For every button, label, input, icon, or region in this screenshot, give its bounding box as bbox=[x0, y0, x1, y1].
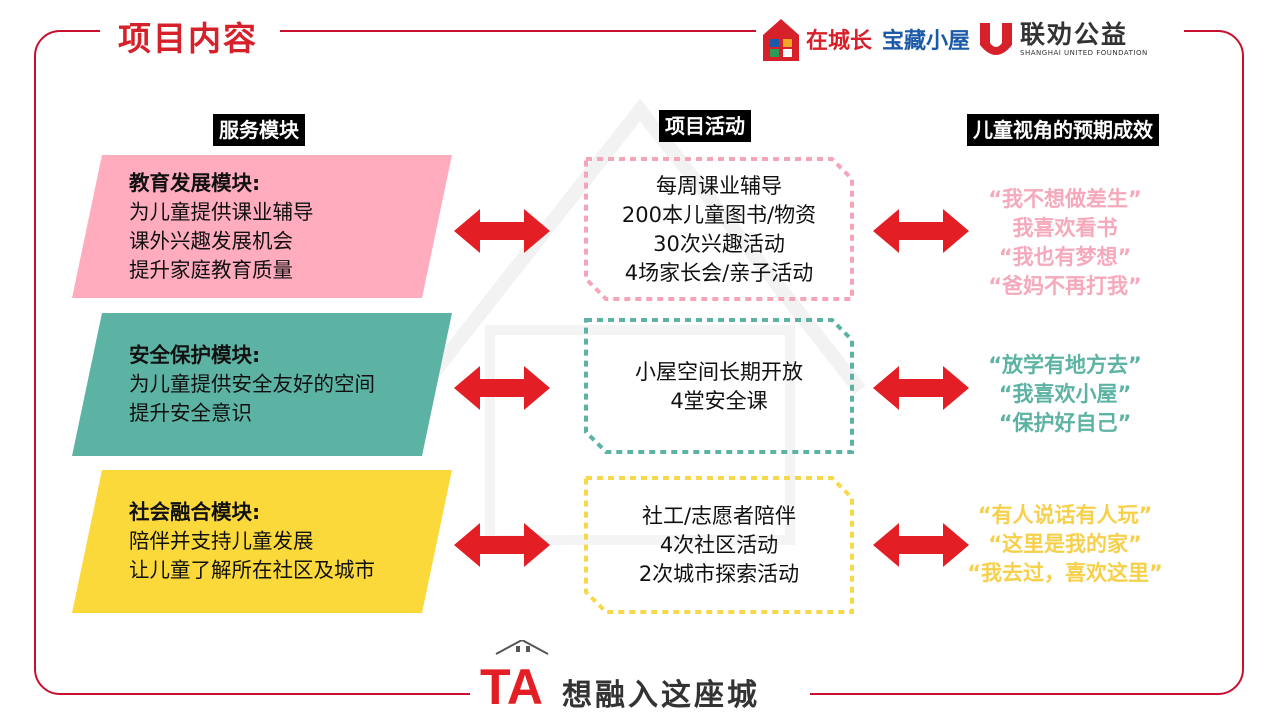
activity-item: 30次兴趣活动 bbox=[653, 232, 785, 256]
logo-brand-blue: 宝藏小屋 bbox=[882, 29, 971, 54]
partner-logo: 联劝公益 SHANGHAI UNITED FOUNDATION bbox=[1020, 20, 1148, 58]
module-title: 社会融合模块: bbox=[129, 500, 261, 524]
activity-item: 4次社区活动 bbox=[659, 533, 779, 557]
module-safety: 安全保护模块: 为儿童提供安全友好的空间 提升安全意识 bbox=[72, 313, 452, 456]
footer-slogan: 想融入这座城 bbox=[562, 678, 760, 713]
activity-item: 小屋空间长期开放 bbox=[635, 360, 803, 384]
house-watermark-icon bbox=[414, 98, 866, 545]
module-line: 让儿童了解所在社区及城市 bbox=[129, 558, 375, 582]
outcome-social: “有人说话有人玩” “这里是我的家” “我去过，喜欢这里” bbox=[945, 501, 1185, 588]
outcome-quote: “这里是我的家” bbox=[988, 532, 1142, 556]
module-education-shape bbox=[72, 155, 452, 298]
module-line: 课外兴趣发展机会 bbox=[129, 229, 293, 253]
united-u-icon bbox=[976, 19, 1016, 59]
outcome-quote: “保护好自己” bbox=[998, 411, 1132, 435]
module-line: 为儿童提供课业辅导 bbox=[129, 200, 314, 224]
column-header-outcomes: 儿童视角的预期成效 bbox=[967, 114, 1159, 146]
outcome-education: “我不想做差生” 我喜欢看书 “我也有梦想” “爸妈不再打我” bbox=[945, 185, 1185, 301]
module-title: 教育发展模块: bbox=[129, 171, 261, 195]
partner-logo-cn: 联劝公益 bbox=[1020, 20, 1129, 49]
outcome-quote: “我去过，喜欢这里” bbox=[967, 561, 1163, 585]
module-title: 安全保护模块: bbox=[129, 343, 261, 367]
outcome-quote: “有人说话有人玩” bbox=[977, 503, 1153, 527]
house-roof-icon: TA bbox=[480, 640, 549, 710]
module-line: 提升家庭教育质量 bbox=[129, 258, 293, 282]
outcome-quote: “爸妈不再打我” bbox=[988, 274, 1142, 298]
activity-box-social: 社工/志愿者陪伴 4次社区活动 2次城市探索活动 bbox=[582, 474, 856, 616]
module-education: 教育发展模块: 为儿童提供课业辅导 课外兴趣发展机会 提升家庭教育质量 bbox=[72, 155, 452, 298]
double-arrow-icon bbox=[873, 523, 969, 567]
double-arrow-icon bbox=[454, 366, 550, 410]
column-header-modules: 服务模块 bbox=[213, 114, 305, 146]
double-arrow-icon bbox=[873, 209, 969, 253]
activity-item: 2次城市探索活动 bbox=[638, 562, 800, 586]
column-header-activities: 项目活动 bbox=[659, 110, 751, 142]
double-arrow-icon bbox=[873, 366, 969, 410]
outcome-safety: “放学有地方去” “我喜欢小屋” “保护好自己” bbox=[945, 351, 1185, 438]
module-social-shape bbox=[72, 470, 452, 613]
page-title: 项目内容 bbox=[118, 19, 258, 58]
activity-item: 4场家长会/亲子活动 bbox=[624, 261, 814, 285]
outcome-quote: 我喜欢看书 bbox=[1012, 216, 1118, 240]
module-social: 社会融合模块: 陪伴并支持儿童发展 让儿童了解所在社区及城市 bbox=[72, 470, 452, 613]
module-line: 陪伴并支持儿童发展 bbox=[129, 529, 314, 553]
activity-item: 每周课业辅导 bbox=[656, 174, 782, 198]
footer-ta-letters: TA bbox=[480, 659, 543, 710]
activity-item: 4堂安全课 bbox=[670, 389, 768, 413]
header-logos: 在城长 宝藏小屋 联劝公益 SHANGHAI UNITED FOUNDATION bbox=[762, 14, 1148, 64]
activity-box-safety: 小屋空间长期开放 4堂安全课 bbox=[582, 316, 856, 456]
outcome-quote: “放学有地方去” bbox=[988, 353, 1142, 377]
outcome-quote: “我也有梦想” bbox=[998, 245, 1132, 269]
module-line: 为儿童提供安全友好的空间 bbox=[129, 372, 375, 396]
outcome-quote: “我不想做差生” bbox=[988, 187, 1142, 211]
logo-brand-red: 在城长 bbox=[806, 29, 873, 54]
footer-logo: TA 想融入这座城 bbox=[470, 640, 810, 713]
module-line: 提升安全意识 bbox=[129, 401, 252, 425]
double-arrow-icon bbox=[454, 523, 550, 567]
double-arrow-icon bbox=[454, 209, 550, 253]
module-safety-shape bbox=[72, 313, 452, 456]
activity-item: 200本儿童图书/物资 bbox=[621, 203, 817, 227]
activity-item: 社工/志愿者陪伴 bbox=[641, 504, 797, 528]
activity-box-education: 每周课业辅导 200本儿童图书/物资 30次兴趣活动 4场家长会/亲子活动 bbox=[582, 155, 856, 303]
outcome-quote: “我喜欢小屋” bbox=[998, 382, 1132, 406]
partner-logo-en: SHANGHAI UNITED FOUNDATION bbox=[1020, 49, 1148, 57]
house-logo-icon bbox=[762, 17, 800, 61]
